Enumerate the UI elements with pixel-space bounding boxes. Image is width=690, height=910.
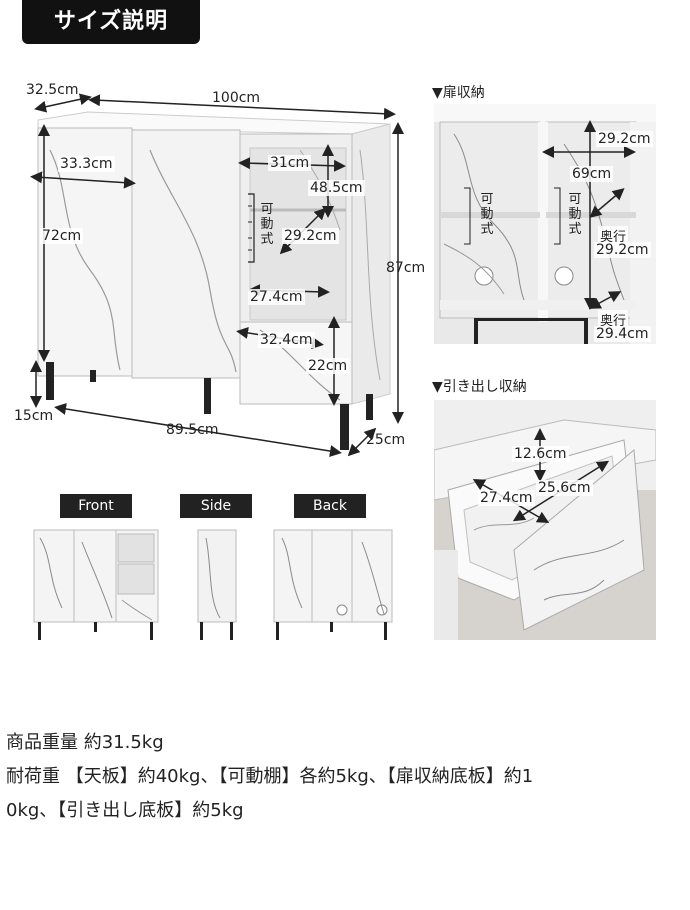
back-view-illustration [273, 529, 393, 640]
door-height-dim: 69cm [570, 166, 614, 182]
leg-width-label: 89.5cm [166, 422, 219, 438]
leg-depth-label: 25cm [366, 432, 406, 448]
lower-height-label: 22cm [306, 358, 350, 374]
shelf-movable-label: 可動式 [260, 202, 274, 247]
side-view-illustration [197, 529, 237, 640]
door-depth-lower-dim: 29.4cm [594, 326, 651, 342]
load-capacity-line2: 0kg、【引き出し底板】約5kg [6, 800, 244, 821]
load-capacity-line1: 耐荷重 【天板】約40kg、【可動棚】各約5kg、【扉収納底板】約1 [6, 766, 534, 787]
drawer-width-dim: 27.4cm [478, 490, 535, 506]
door-depth-upper-dim: 29.2cm [594, 242, 651, 258]
front-view-illustration [33, 529, 159, 640]
back-view-label: Back [294, 494, 366, 518]
door-shelf-left-label: 可動式 [480, 192, 494, 237]
door-storage-heading: ▼扉収納 [432, 85, 485, 101]
drawer-storage-heading: ▼引き出し収納 [432, 379, 527, 395]
depth-top-label: 32.5cm [26, 82, 79, 98]
front-view-label: Front [60, 494, 132, 518]
drawer-height-dim: 12.6cm [512, 446, 569, 462]
door-width-dim: 29.2cm [596, 131, 653, 147]
door-depth-lower-caption: 奥行 [598, 310, 629, 329]
door-shelf-right-label: 可動式 [568, 192, 582, 237]
total-height-label: 87cm [386, 260, 426, 276]
cabinet-height-label: 72cm [40, 228, 84, 244]
bottom-inner-label: 32.4cm [258, 332, 315, 348]
drawer-storage-photo [434, 400, 656, 640]
side-view-label: Side [180, 494, 252, 518]
inner-depth-label: 29.2cm [282, 228, 339, 244]
width-top-label: 100cm [212, 90, 261, 106]
inner-width-label: 31cm [268, 155, 312, 171]
inner-height-upper-label: 48.5cm [308, 180, 365, 196]
product-weight: 商品重量 約31.5kg [6, 732, 164, 753]
drawer-depth-dim: 25.6cm [536, 480, 593, 496]
leg-height-label: 15cm [14, 408, 54, 424]
door-depth-upper-caption: 奥行 [598, 226, 629, 245]
door-width-label: 33.3cm [58, 156, 115, 172]
section-title: サイズ説明 [22, 0, 200, 44]
door-storage-photo [434, 104, 656, 344]
inner-width-lower-label: 27.4cm [248, 289, 305, 305]
